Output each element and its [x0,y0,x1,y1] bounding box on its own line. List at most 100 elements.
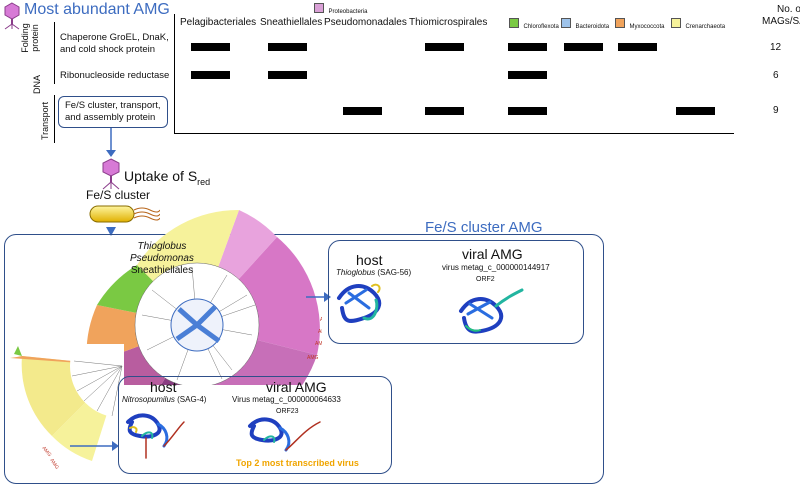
legend-item-proteobacteria: Proteobacteria [314,0,367,18]
legend-swatch [671,18,681,28]
amg-marker: AMG [320,317,322,323]
arrow-right-icon [70,441,119,451]
row-label-highlighted: Fe/S cluster, transport, and assembly pr… [58,96,168,128]
row-label-line: Ribonucleoside reductase [60,70,170,81]
presence-bar [618,43,657,51]
virus-id: virus metag_c_000000144917 [442,263,550,272]
bacterium-icon [89,205,160,223]
presence-bar [508,107,547,115]
legend-label: Crenarchaeota [685,24,726,30]
column-header: Pelagibacteriales [180,17,257,28]
clade-label: Thioglobus [137,241,187,252]
legend-swatch [561,18,571,28]
presence-bar [425,43,464,51]
category-label-transport: Transport [40,101,50,140]
row-label-line: and assembly protein [65,112,156,123]
category-label-dna: DNA [32,74,42,94]
count-value: 12 [770,42,782,53]
tree-clade-labels: Thioglobus Pseudomonas Sneathiellales [130,241,194,277]
host-sag: (SAG-4) [174,395,207,404]
virus-id: Virus metag_c_000000064633 [232,395,341,404]
host-organism: Nitrosopumilus [122,395,175,404]
figure-title: Most abundant AMG [24,1,170,18]
uptake-subscript: red [197,176,211,187]
amg-marker: AMG [40,445,52,458]
host-title: host [150,379,177,395]
table-horizontal-rule [174,133,734,134]
category-divider [20,95,55,143]
viral-protein-structure [248,417,321,452]
arrow-right-icon [306,292,331,302]
host-protein-structure [126,413,185,459]
legend-swatch [314,3,324,13]
presence-bar [425,107,464,115]
presence-bar [343,107,382,115]
count-header-line: MAGs/SAGs [762,16,800,27]
presence-bar [268,71,307,79]
clade-label: Pseudomonas [130,253,194,264]
arrow-down-icon [106,227,116,236]
amg-marker: AMG [315,341,322,347]
presence-bar [508,71,547,79]
host-subtitle: Thioglobus (SAG-56) [336,268,411,277]
legend-label: Bacteroidota [575,24,610,30]
count-header-line: No. of [777,4,800,15]
presence-bar [268,43,307,51]
category-divider [20,22,55,84]
host-title: host [356,252,383,268]
amg-marker: AMG [48,458,60,471]
orf-label: ORF23 [276,408,299,415]
row-label-line: Fe/S cluster, transport, [65,100,161,111]
legend-item-chloroflexota: Chloroflexota [509,15,559,33]
presence-bar [508,43,547,51]
viral-amg-title: viral AMG [266,379,327,395]
virus-icon [4,2,20,30]
legend-item-bacteroidota: Bacteroidota [561,15,609,33]
host-viral-panel-b [118,376,392,474]
legend-item-crenarchaeota: Crenarchaeota [671,15,725,33]
host-protein-structure [337,283,382,323]
row-label-line: and cold shock protein [60,44,156,55]
phylogenetic-tree-secondary: AMG AMG [10,344,124,471]
host-subtitle: Nitrosopumilus (SAG-4) [122,395,206,404]
column-header: Sneathiellales [260,17,323,28]
uptake-text: Uptake of S [124,168,198,184]
amg-marker: AMG [318,329,322,335]
presence-bar [191,71,230,79]
row-label: Ribonucleoside reductase [60,70,169,82]
arrow-down-icon [106,128,116,157]
count-header: No. of MAGs/SAGs [762,4,800,28]
category-label-folding: Folding protein [20,23,40,53]
host-sag: (SAG-56) [375,268,412,277]
legend-label: Chloroflexota [523,24,559,30]
presence-bar [191,43,230,51]
host-organism: Thioglobus [336,268,376,277]
row-label-line: Chaperone GroEL, DnaK, [60,32,169,43]
legend-label: Myxococcota [629,24,665,30]
top-transcribed-note: Top 2 most transcribed virus [236,458,359,468]
fes-cluster-amg-panel [4,234,604,484]
column-header: Pseudomonadales [324,17,407,28]
virus-icon [102,158,120,190]
clade-label: Sneathiellales [130,265,194,276]
orf-label: ORF2 [476,276,495,283]
column-header: Thiomicrospirales [409,17,488,28]
row-label: Chaperone GroEL, DnaK, and cold shock pr… [60,32,169,56]
legend-swatch [615,18,625,28]
legend-label: Proteobacteria [328,9,368,15]
presence-bar [564,43,603,51]
presence-bar [676,107,715,115]
fes-cluster-label: Fe/S cluster [86,188,151,202]
panel-title: Fe/S cluster AMG [425,219,543,236]
viral-amg-title: viral AMG [462,246,523,262]
amg-marker: AMG [307,355,319,361]
table-vertical-rule [174,14,175,134]
host-viral-panel-a [328,240,584,344]
uptake-label: Uptake of Sred [124,168,210,187]
legend-swatch [509,18,519,28]
viral-protein-structure [459,288,524,334]
legend-item-myxococcota: Myxococcota [615,15,664,33]
count-value: 9 [773,105,779,116]
count-value: 6 [773,70,779,81]
